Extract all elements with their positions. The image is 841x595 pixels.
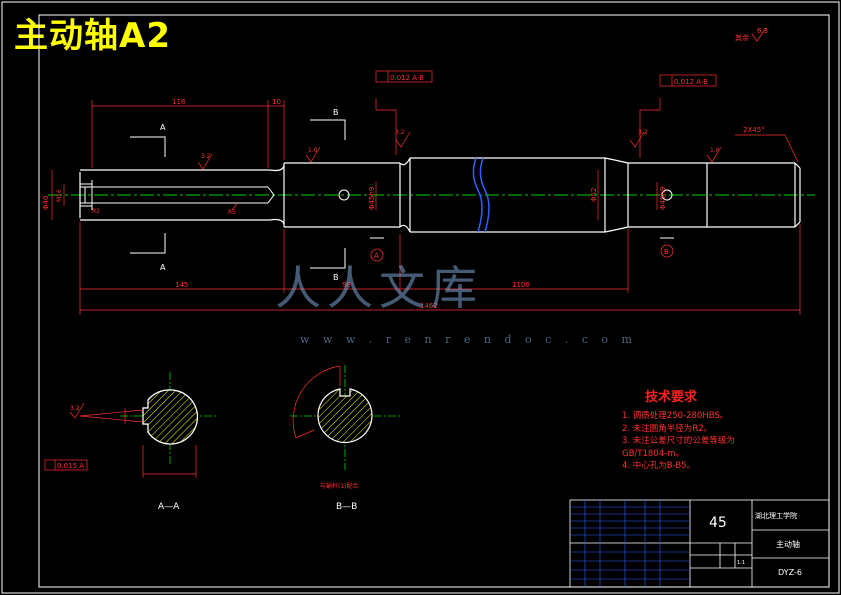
bb-note: 与蜗杆(1)配合 [320, 482, 359, 490]
break-lines [472, 157, 490, 233]
dim-dia-mid2: Φ52 [590, 188, 598, 202]
dim-1100: 1100 [512, 281, 530, 289]
datum-b-circle [660, 244, 674, 258]
tb-material: 45 [709, 515, 727, 531]
aa-roughness: 3.2 [70, 405, 80, 412]
datum-a-circle [370, 248, 384, 262]
roughness-1: 3.2 [201, 153, 211, 160]
tech-item: 2. 未注圆角半径为R2。 [622, 423, 713, 434]
section-b-top: B [333, 108, 339, 117]
tb-part-name: 主动轴 [776, 539, 800, 549]
tech-item: 4. 中心孔为B-B5。 [622, 461, 696, 471]
tech-requirements-title: 技术要求 [645, 390, 698, 405]
section-aa-label: A—A [158, 502, 180, 512]
section-markers [130, 119, 674, 269]
tech-requirements-list: 1. 调质处理250-280HBS。 2. 未注圆角半径为R2。 3. 未注公差… [622, 410, 735, 473]
watermark-url: w w w . r e n r e n d o c . c o m [300, 333, 637, 346]
section-a-top: A [160, 123, 166, 132]
roughness-2: 1.6 [308, 147, 318, 154]
tech-item: 3. 未注公差尺寸的公差等级为 [622, 436, 735, 446]
section-bb-view [290, 365, 400, 470]
datum-a-label: A [374, 252, 379, 260]
inner-border [38, 14, 830, 588]
dimension-lines [51, 98, 801, 315]
keyway-hole-left [338, 189, 350, 201]
dim-118: 118 [172, 98, 185, 106]
center-bore [80, 180, 275, 210]
symmetry-value: 0.015 A [57, 462, 84, 470]
watermark-text: 人人文库 [275, 261, 483, 315]
title-block-grid [570, 500, 690, 587]
dim-90: 90 [342, 281, 351, 289]
datum-b-label: B [664, 248, 669, 256]
dim-dia-left: Φ40 [42, 196, 50, 210]
roughness-3: 3.2 [395, 129, 405, 136]
section-bb-label: B—B [336, 502, 357, 512]
tb-drawing-no: DYZ-6 [778, 568, 802, 577]
dim-dia-mid1: Φ45h9 [368, 187, 376, 210]
section-a-bottom: A [160, 263, 166, 272]
roughness-4: 3.2 [638, 129, 648, 136]
dim-r-left: R5 [228, 209, 236, 216]
shaft-outline [79, 157, 801, 233]
tech-item: 1. 调质处理250-280HBS。 [622, 411, 729, 421]
section-aa-view: 3.2 [44, 372, 218, 478]
tb-scale: 1:1 [737, 560, 745, 566]
dim-chamfer: 2X45° [743, 126, 765, 134]
roughness-symbols [197, 131, 722, 211]
tb-school: 湖北理工学院 [755, 511, 797, 520]
dim-m16: M16 [56, 189, 63, 202]
keyway-hole-right [661, 189, 673, 201]
tech-item: GB/T1804-m。 [622, 448, 684, 459]
dim-r-mid: R2 [92, 208, 100, 215]
runout-frame-left [375, 70, 433, 83]
dim-dia-right: Φ45h9 [659, 187, 667, 210]
dim-145: 145 [175, 281, 188, 289]
roughness-other-label: 其余 [735, 33, 749, 42]
roughness-5: 1.6 [710, 147, 720, 154]
dim-10: 10 [272, 98, 281, 106]
roughness-other-value: 6.3 [757, 27, 768, 35]
runout-left-value: 0.012 A-B [390, 74, 424, 82]
runout-frame-right [659, 74, 717, 87]
title-block [569, 499, 830, 588]
roughness-other-symbol [751, 27, 767, 42]
section-b-bottom: B [333, 273, 339, 282]
drawing-title: 主动轴A2 [14, 16, 171, 56]
runout-right-value: 0.012 A-B [674, 78, 708, 86]
dim-1462: 1462 [420, 302, 438, 310]
